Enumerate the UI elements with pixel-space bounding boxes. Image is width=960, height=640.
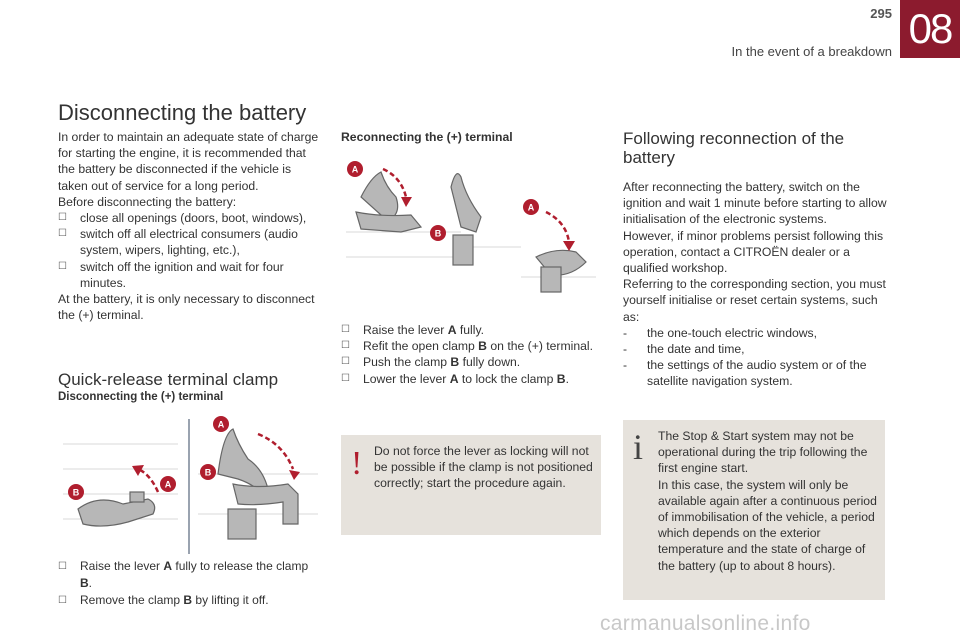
page-number: 295	[870, 6, 892, 21]
checkbox-icon: ☐	[58, 561, 67, 572]
disconnect-steps: ☐Raise the lever A fully to release the …	[58, 558, 320, 609]
info-paragraph-2: In this case, the system will only be av…	[658, 477, 877, 573]
disconnect-illustration: B A A B	[58, 414, 320, 557]
step-item: ☐Refit the open clamp B on the (+) termi…	[341, 339, 593, 354]
label-a: A	[352, 165, 359, 175]
chapter-tab: 08	[900, 0, 960, 58]
info-paragraph-1: The Stop & Start system may not be opera…	[658, 429, 868, 476]
intro-column: In order to maintain an adequate state o…	[58, 129, 320, 323]
dash-item: -the date and time,	[623, 342, 745, 357]
clamp-diagram: A B A	[341, 157, 603, 317]
checkbox-icon: ☐	[341, 356, 350, 368]
step-item: ☐Raise the lever A fully to release the …	[58, 559, 309, 590]
warning-box: ! Do not force the lever as locking will…	[341, 435, 601, 535]
checkbox-icon: ☐	[58, 595, 67, 606]
quick-release-title: Quick-release terminal clamp	[58, 370, 279, 389]
bullet-item: ☐switch off all electrical consumers (au…	[58, 227, 298, 258]
dash-item: -the settings of the audio system or of …	[623, 358, 867, 389]
info-text: The Stop & Start system may not be opera…	[658, 428, 880, 574]
intro-paragraph-2: At the battery, it is only necessary to …	[58, 292, 315, 323]
step-item: ☐Raise the lever A fully.	[341, 323, 485, 337]
following-paragraph-2: However, if minor problems persist follo…	[623, 228, 884, 276]
checkbox-icon: ☐	[58, 212, 67, 224]
before-label: Before disconnecting the battery:	[58, 194, 237, 209]
step-item: ☐Remove the clamp B by lifting it off.	[58, 593, 269, 607]
info-box: i The Stop & Start system may not be ope…	[623, 420, 885, 600]
info-icon: i	[633, 427, 644, 467]
label-a: A	[528, 203, 535, 213]
checkbox-icon: ☐	[341, 324, 350, 335]
watermark: carmanualsonline.info	[600, 612, 811, 635]
arrow-icon	[401, 197, 575, 251]
warning-icon: !	[351, 445, 363, 482]
warning-text: Do not force the lever as locking will n…	[374, 444, 593, 491]
page-title: Disconnecting the battery	[58, 100, 307, 125]
label-a: A	[218, 420, 225, 430]
bullet-item: ☐close all openings (doors, boot, window…	[58, 211, 307, 226]
clamp-diagram: B A A B	[58, 414, 320, 557]
label-b: B	[205, 468, 212, 478]
reconnect-steps: ☐Raise the lever A fully. ☐Refit the ope…	[341, 322, 603, 387]
intro-paragraph: In order to maintain an adequate state o…	[58, 130, 319, 193]
label-b: B	[73, 488, 80, 498]
step-item: ☐Lower the lever A to lock the clamp B.	[341, 371, 569, 386]
disconnecting-label: Disconnecting the (+) terminal	[58, 391, 224, 403]
reconnecting-label: Reconnecting the (+) terminal	[341, 130, 513, 144]
step-item: ☐Push the clamp B fully down.	[341, 355, 521, 370]
following-title: Following reconnection of the battery	[623, 129, 845, 167]
following-paragraph-3: Referring to the corresponding section, …	[623, 277, 886, 324]
section-title: In the event of a breakdown	[731, 44, 892, 59]
checkbox-icon: ☐	[341, 372, 350, 384]
dash-item: -the one-touch electric windows,	[623, 325, 818, 340]
bullet-item: ☐switch off the ignition and wait for fo…	[58, 259, 284, 290]
label-a: A	[165, 480, 172, 490]
following-paragraph-1: After reconnecting the battery, switch o…	[623, 180, 887, 227]
checkbox-icon: ☐	[341, 340, 350, 352]
checkbox-icon: ☐	[58, 228, 67, 240]
checkbox-icon: ☐	[58, 260, 67, 272]
arrow-icon	[132, 465, 300, 480]
reconnect-illustration: A B A	[341, 157, 603, 317]
following-column: Following reconnection of the battery Af…	[623, 129, 891, 390]
label-b: B	[435, 229, 442, 239]
